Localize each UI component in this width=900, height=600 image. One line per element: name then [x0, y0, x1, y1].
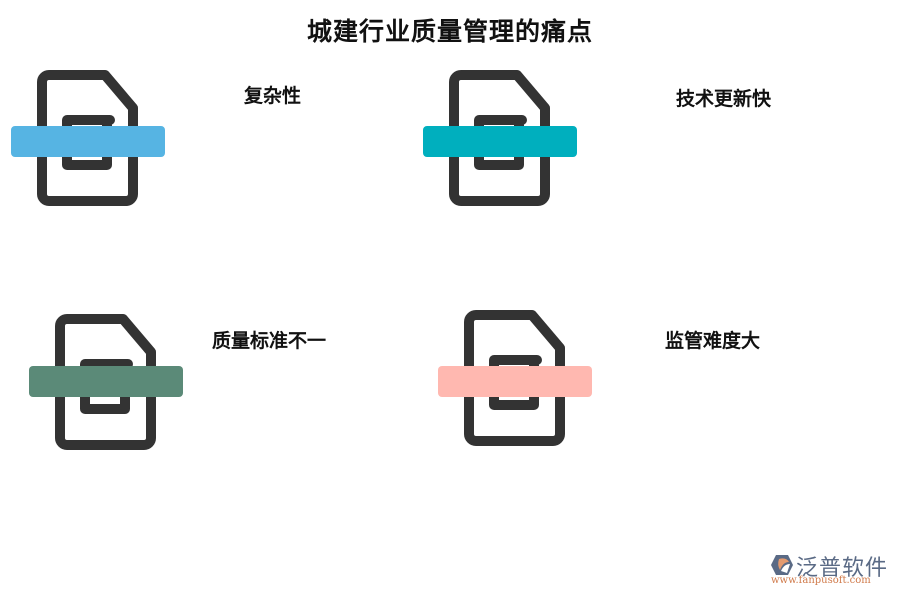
logo-brand-text: 泛普软件 [796, 556, 889, 581]
logo-mark-icon [770, 554, 794, 576]
pain-point-label: 质量标准不一 [212, 330, 327, 352]
diagram-title: 城建行业质量管理的痛点 [306, 17, 593, 46]
highlight-bar [438, 366, 592, 397]
pain-point-label: 技术更新快 [676, 88, 772, 110]
highlight-bar [11, 126, 165, 157]
logo-url-text: www.fanpusoft.com [771, 575, 871, 586]
pain-point-label: 复杂性 [244, 85, 302, 107]
highlight-bar [423, 126, 577, 157]
highlight-bar [29, 366, 183, 397]
fanpu-logo: 泛普软件 www.fanpusoft.com [768, 550, 893, 590]
pain-point-label: 监管难度大 [665, 330, 761, 352]
